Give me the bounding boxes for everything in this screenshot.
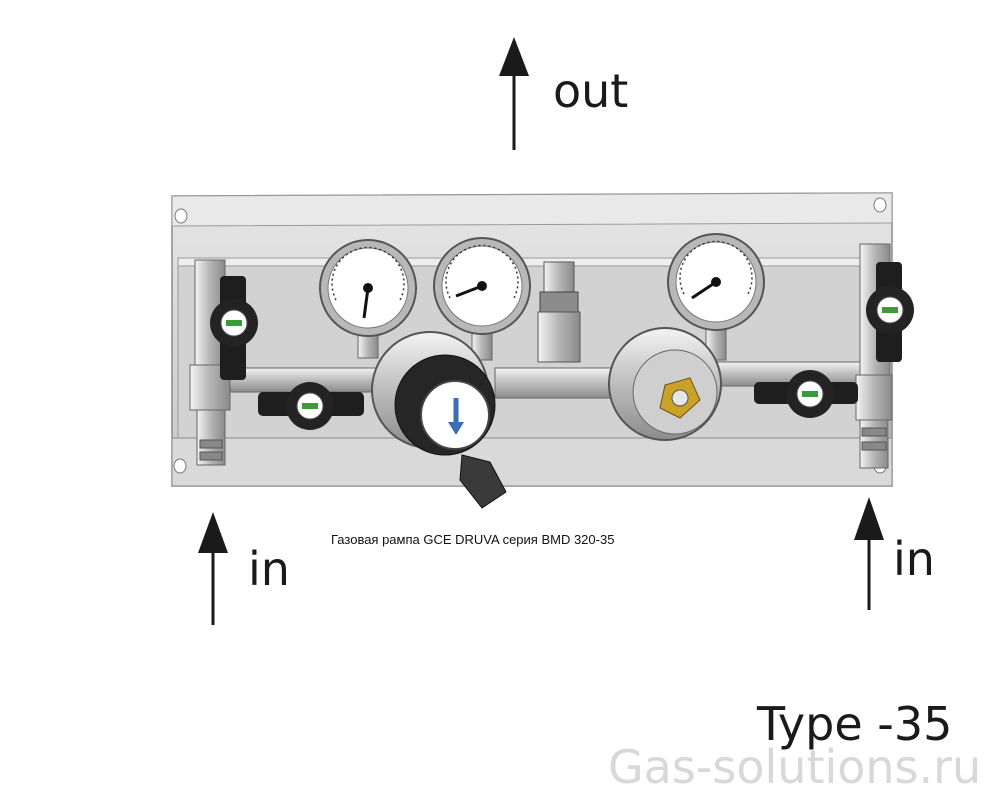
in-right-arrow — [854, 497, 884, 610]
right-gauge — [667, 233, 765, 361]
type-label: Type -35 — [757, 697, 953, 751]
mounting-panel — [171, 192, 893, 487]
right-lower-ball-valve — [754, 370, 858, 418]
out-arrow — [499, 37, 529, 150]
left-gauge-1 — [319, 239, 417, 359]
inlet-left-label: in — [248, 542, 290, 596]
diagram-caption: Газовая рампа GCE DRUVA серия BMD 320-35 — [331, 532, 615, 547]
left-gauge-2 — [433, 237, 531, 361]
watermark: Gas-solutions.ru — [608, 740, 982, 794]
inlet-right-label: in — [893, 532, 935, 586]
right-upper-ball-valve — [866, 262, 914, 362]
left-lower-ball-valve — [258, 382, 364, 430]
outlet-label: out — [553, 64, 629, 118]
outlet-fitting — [537, 261, 581, 363]
right-regulator — [608, 327, 722, 441]
left-upper-ball-valve — [210, 276, 258, 380]
left-regulator — [371, 331, 507, 509]
in-left-arrow — [198, 512, 228, 625]
